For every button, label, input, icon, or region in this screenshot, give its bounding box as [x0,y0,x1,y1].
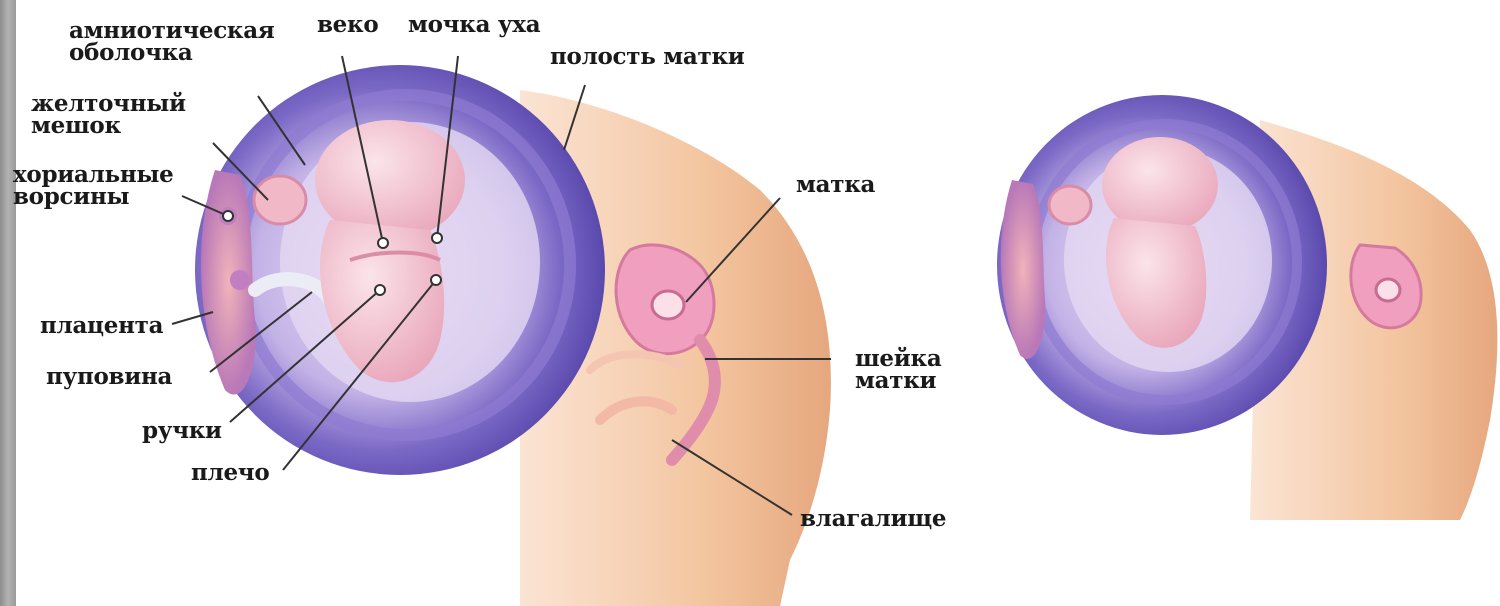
label-cervix: шейка матки [855,348,941,392]
label-shoulder: плечо [191,462,269,484]
label-earlobe: мочка уха [408,14,540,36]
label-yolk-sac: желточный мешок [31,93,186,137]
label-vagina: влагалище [800,508,946,530]
label-chorionic-villi: хориальные ворсины [13,164,173,208]
label-amniotic-membrane: амниотическая оболочка [69,20,275,64]
amniotic-sac-right [997,95,1327,435]
label-uterine-cavity: полость матки [550,46,745,68]
label-eyelid: веко [317,14,378,36]
amniotic-sac-left [195,65,605,475]
label-placenta: плацента [40,315,163,337]
label-uterus: матка [796,174,875,196]
label-umbilical-cord: пуповина [46,366,172,388]
label-arms: ручки [142,420,222,442]
